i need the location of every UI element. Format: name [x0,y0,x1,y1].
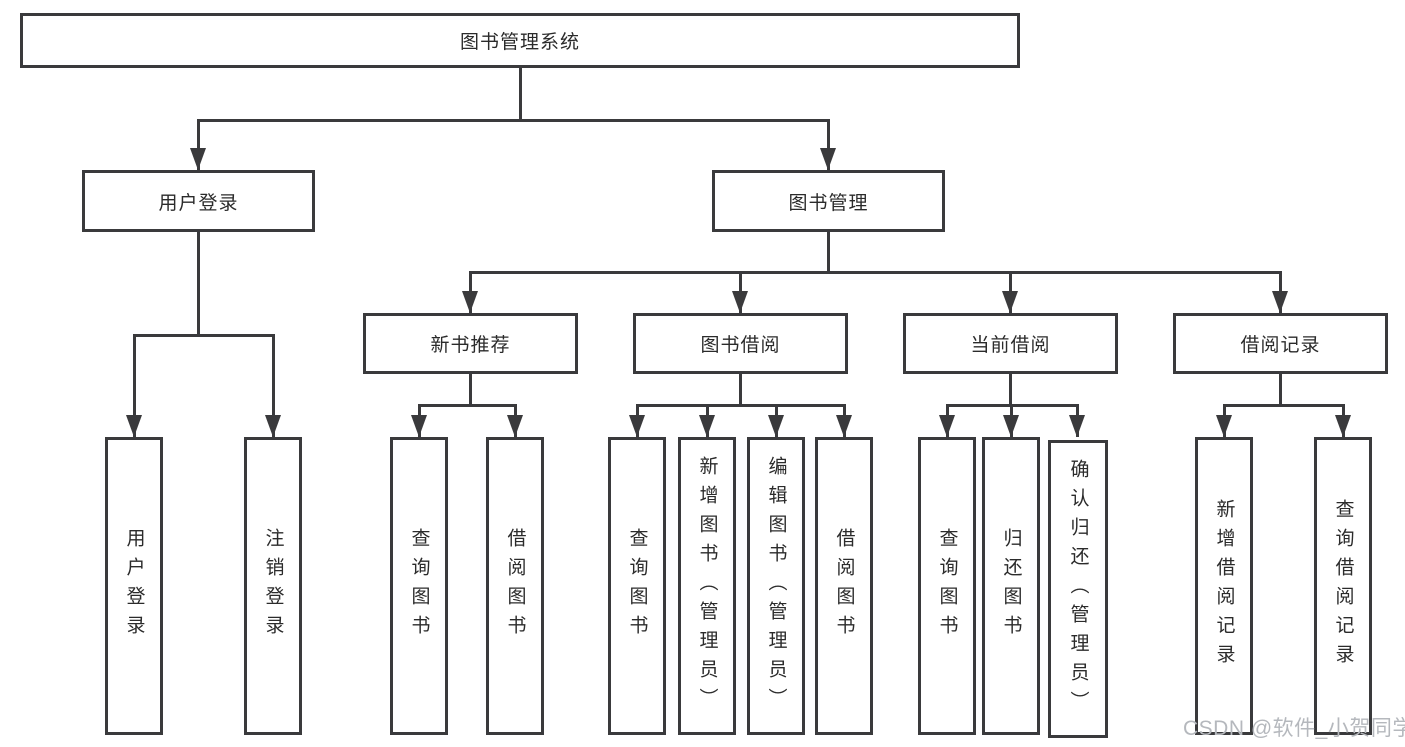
connector [827,232,830,274]
connector [272,334,275,437]
leaf-label: 归还图书 [1000,528,1022,644]
node-current-borrow: 当前借阅 [903,313,1118,374]
arrowhead [265,415,281,437]
node-leaf-add-books-admin: 新增图书（管理员） [678,437,736,735]
arrowhead [1272,291,1288,313]
leaf-label: 确认归还（管理员） [1067,458,1089,720]
connector [636,404,846,407]
leaf-label: 新增借阅记录 [1213,499,1235,673]
leaf-label: 查询借阅记录 [1332,499,1354,673]
node-leaf-return-books: 归还图书 [982,437,1040,735]
arrowhead [699,415,715,437]
arrowhead [629,415,645,437]
node-leaf-query-books-1: 查询图书 [390,437,448,735]
node-new-book-recommend: 新书推荐 [363,313,578,374]
node-leaf-borrow-books-1: 借阅图书 [486,437,544,735]
csdn-watermark: CSDN @软件_小贺同学 [1183,717,1405,740]
node-borrow-records: 借阅记录 [1173,313,1388,374]
node-leaf-borrow-books-2: 借阅图书 [815,437,873,735]
node-leaf-query-books-3: 查询图书 [918,437,976,735]
arrowhead [820,148,836,170]
connector [1009,374,1012,407]
node-leaf-logout-login: 注销登录 [244,437,302,735]
node-leaf-query-borrow-record: 查询借阅记录 [1314,437,1372,735]
leaf-label: 借阅图书 [504,528,526,644]
connector [197,119,830,122]
leaf-label: 查询图书 [936,528,958,644]
arrowhead [411,415,427,437]
arrowhead [507,415,523,437]
arrowhead [1069,415,1085,437]
connector [133,334,275,337]
arrowhead [1003,415,1019,437]
arrowhead [462,291,478,313]
connector [1279,374,1282,407]
node-leaf-edit-books-admin: 编辑图书（管理员） [747,437,805,735]
node-leaf-user-login: 用户登录 [105,437,163,735]
arrowhead [732,291,748,313]
arrowhead [836,415,852,437]
leaf-label: 新增图书（管理员） [696,455,718,717]
node-root: 图书管理系统 [20,13,1020,68]
arrowhead [1002,291,1018,313]
node-leaf-query-books-2: 查询图书 [608,437,666,735]
node-book-management: 图书管理 [712,170,945,232]
connector [1223,404,1345,407]
connector [827,119,830,170]
connector [739,374,742,407]
connector [469,374,472,407]
connector [469,271,1282,274]
leaf-label: 查询图书 [626,528,648,644]
arrowhead [768,415,784,437]
node-leaf-add-borrow-record: 新增借阅记录 [1195,437,1253,735]
connector [133,334,136,437]
connector [418,404,517,407]
node-leaf-confirm-return-admin: 确认归还（管理员） [1048,440,1108,738]
leaf-label: 用户登录 [123,528,145,644]
arrowhead [190,148,206,170]
leaf-label: 借阅图书 [833,528,855,644]
leaf-label: 编辑图书（管理员） [765,455,787,717]
arrowhead [126,415,142,437]
arrowhead [1216,415,1232,437]
leaf-label: 查询图书 [408,528,430,644]
node-user-login: 用户登录 [82,170,315,232]
node-book-borrow: 图书借阅 [633,313,848,374]
connector [197,119,200,170]
connector [197,232,200,337]
connector [519,68,522,122]
leaf-label: 注销登录 [262,528,284,644]
arrowhead [939,415,955,437]
arrowhead [1335,415,1351,437]
